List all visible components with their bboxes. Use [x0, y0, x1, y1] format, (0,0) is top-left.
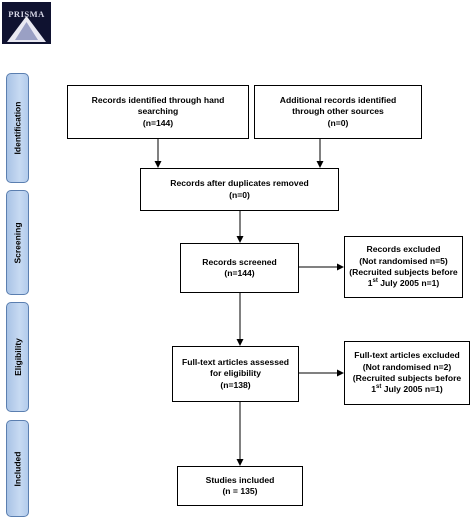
box-records-screened-line1: Records screened	[202, 256, 277, 267]
box-fulltext-excluded-line4-post: July 2005 n=1)	[381, 384, 443, 395]
box-fulltext-assessed-line3: (n=138)	[220, 379, 251, 390]
box-fulltext-excluded-line1: Full-text articles excluded	[354, 350, 460, 361]
box-fulltext-assessed: Full-text articles assessed for eligibil…	[172, 346, 299, 402]
box-duplicates-removed-line1: Records after duplicates removed	[170, 178, 309, 189]
box-duplicates-removed: Records after duplicates removed (n=0)	[140, 168, 339, 211]
box-fulltext-excluded-line3: (Recruited subjects before	[352, 373, 462, 383]
box-records-excluded-line1: Records excluded	[366, 244, 441, 255]
box-records-excluded-line4-pre: 1	[367, 278, 373, 289]
box-records-excluded: Records excluded (Not randomised n=5) (R…	[344, 236, 463, 298]
box-fulltext-excluded-line4-pre: 1	[371, 384, 377, 395]
box-fulltext-excluded-line4-sup: st	[376, 384, 382, 391]
prisma-logo-triangle	[7, 16, 46, 42]
box-records-hand-search: Records identified through hand searchin…	[67, 85, 249, 139]
box-duplicates-removed-line2: (n=0)	[229, 189, 250, 200]
stage-included: Included	[6, 420, 29, 517]
box-records-hand-search-line2: searching	[137, 106, 179, 117]
box-studies-included: Studies included (n = 135)	[177, 466, 303, 506]
box-records-excluded-line4-post: July 2005 n=1)	[377, 278, 440, 289]
box-studies-included-line2: (n = 135)	[222, 486, 258, 496]
box-records-excluded-line4: 1st July 2005 n=1)	[368, 278, 440, 289]
box-additional-records-line2: through other sources	[292, 106, 384, 117]
box-records-hand-search-line3: (n=144)	[142, 117, 174, 128]
box-additional-records: Additional records identified through ot…	[254, 85, 422, 139]
box-fulltext-assessed-line2: for eligibility	[209, 368, 262, 379]
box-additional-records-line1: Additional records identified	[279, 94, 397, 105]
box-fulltext-excluded-line4: 1st July 2005 n=1)	[371, 384, 443, 395]
box-records-excluded-line2: (Not randomised n=5)	[359, 255, 448, 266]
stage-eligibility: Eligibility	[6, 302, 29, 412]
box-records-excluded-line3: (Recruited subjects before	[349, 267, 458, 277]
box-additional-records-line3: (n=0)	[327, 117, 349, 128]
box-records-excluded-line4-sup: st	[372, 278, 378, 285]
box-fulltext-excluded: Full-text articles excluded (Not randomi…	[344, 341, 470, 405]
prisma-logo: PRISMA	[2, 2, 51, 44]
stage-identification: Identification	[6, 73, 29, 183]
box-records-screened: Records screened (n=144)	[180, 243, 299, 293]
prisma-logo-text: PRISMA	[8, 9, 45, 19]
box-records-hand-search-line1: Records identified through hand	[91, 94, 225, 105]
stage-screening: Screening	[6, 190, 29, 295]
box-studies-included-line1: Studies included	[205, 474, 275, 485]
box-records-screened-line2: (n=144)	[224, 268, 255, 278]
box-fulltext-excluded-line2: (Not randomised n=2)	[362, 361, 452, 372]
box-fulltext-assessed-line1: Full-text articles assessed	[182, 356, 289, 367]
